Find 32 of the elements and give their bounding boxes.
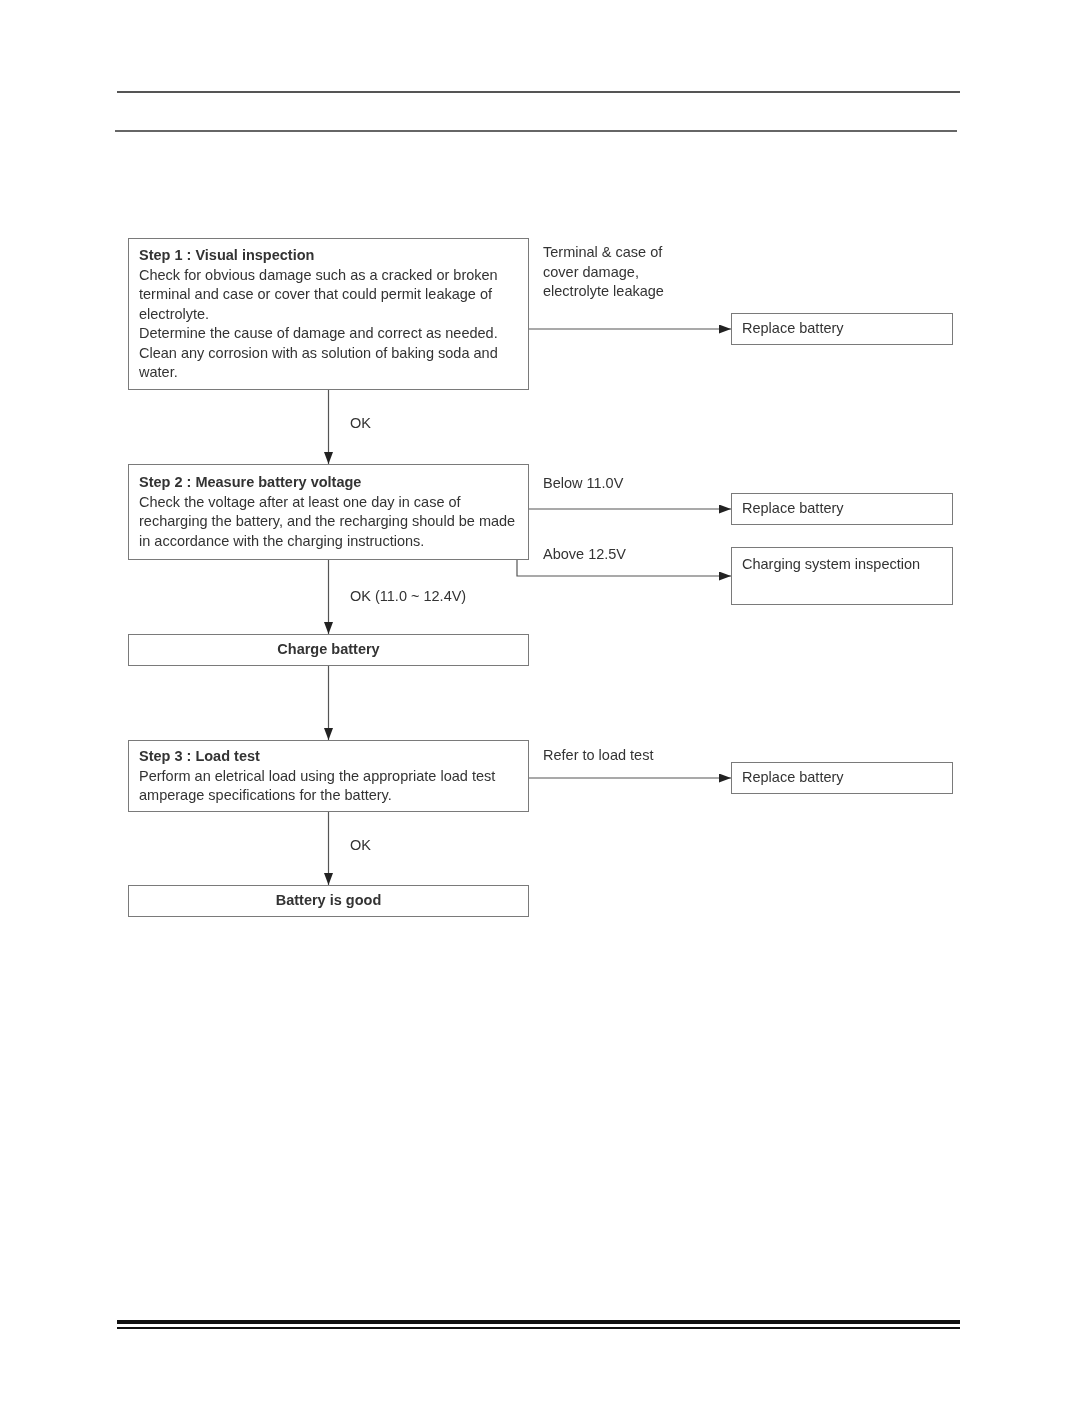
step-description: Clean any corrosion with as solution of baking soda and water.	[139, 343, 499, 382]
step-heading: Step 2 : Measure battery voltage	[139, 473, 363, 492]
step-description: Determine the cause of damage and correct as needed.	[139, 324, 499, 343]
process-box	[128, 740, 529, 812]
step-description: Check the voltage after at least one day in case of recharging the battery, and the recharging should be made in accordance with the charging instructions.	[139, 492, 517, 551]
arrow	[324, 559, 333, 635]
result-box	[731, 547, 953, 605]
process-box	[128, 885, 529, 917]
result-box	[731, 493, 953, 525]
arrow	[528, 324, 732, 334]
process-box	[128, 464, 529, 560]
arrow	[324, 665, 333, 741]
step-heading: Step 1 : Visual inspection	[139, 246, 316, 265]
arrow	[516, 559, 732, 581]
process-box	[128, 634, 529, 666]
arrow	[324, 811, 333, 886]
box-label: Replace battery	[742, 768, 845, 787]
box-label: Replace battery	[742, 499, 845, 518]
box-label: Battery is good	[275, 891, 382, 911]
result-box	[731, 313, 953, 345]
result-box	[731, 762, 953, 794]
arrow	[528, 504, 732, 514]
arrow	[528, 773, 732, 783]
box-label: Charge battery	[277, 640, 380, 660]
step-description: Perform an eletrical load using the appropriate load test amperage specifications for the battery.	[139, 766, 497, 805]
step-description: Check for obvious damage such as a cracked or broken terminal and case or cover that could permit leakage of electrolyte.	[139, 265, 499, 324]
box-label: Replace battery	[742, 319, 845, 338]
arrow	[324, 389, 333, 465]
process-box	[128, 238, 529, 390]
edge-label: OK (11.0 ~ 12.4V)	[350, 587, 467, 607]
step-heading: Step 3 : Load test	[139, 747, 261, 766]
box-label: Charging system inspection	[742, 555, 922, 574]
